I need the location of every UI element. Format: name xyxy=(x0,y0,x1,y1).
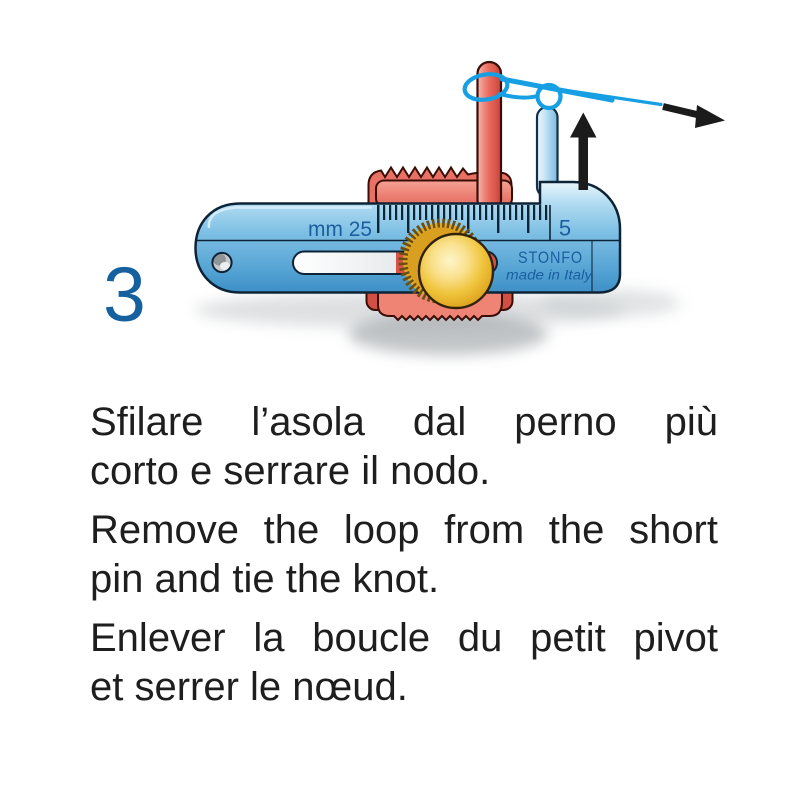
knob-face xyxy=(417,232,495,310)
made-in-label: made in Italy xyxy=(506,268,593,283)
scale-label: mm 25 xyxy=(308,218,372,241)
thread-knot xyxy=(535,82,563,111)
instruction-italian: Sfilare l’asola dal perno più corto e se… xyxy=(90,398,718,496)
instruction-english-line2: pin and tie the knot. xyxy=(90,557,440,601)
instruction-french: Enlever la boucle du petit pivot et serr… xyxy=(90,614,718,712)
brand-label: STONFO xyxy=(518,248,583,267)
ruler-ticks xyxy=(377,205,550,233)
locking-knob xyxy=(398,218,495,310)
instruction-english-line1: Remove the loop from the short xyxy=(90,508,718,552)
step-number: 3 xyxy=(103,252,146,338)
lift-up-arrow-icon xyxy=(570,112,597,190)
instruction-text-block: Sfilare l’asola dal perno più corto e se… xyxy=(90,398,718,722)
instruction-french-line2: et serrer le nœud. xyxy=(90,665,408,709)
thread-main-strand xyxy=(558,87,663,107)
instruction-italian-line1: Sfilare l’asola dal perno più xyxy=(90,400,718,444)
instruction-french-line1: Enlever la boucle du petit pivot xyxy=(90,616,718,660)
tool-illustration: mm 25 5 STONFO made in Italy xyxy=(194,60,725,355)
pull-right-arrow-icon xyxy=(662,103,725,128)
instruction-italian-line2: corto e serrare il nodo. xyxy=(90,449,491,493)
long-pin xyxy=(476,60,503,214)
thread-tag-end xyxy=(499,76,615,103)
rivet-hole xyxy=(211,251,233,274)
bar-bevel-highlight xyxy=(207,206,372,229)
thread-loop xyxy=(462,72,663,111)
scale-end-value: 5 xyxy=(559,216,571,241)
instruction-english: Remove the loop from the short pin and t… xyxy=(90,506,718,604)
